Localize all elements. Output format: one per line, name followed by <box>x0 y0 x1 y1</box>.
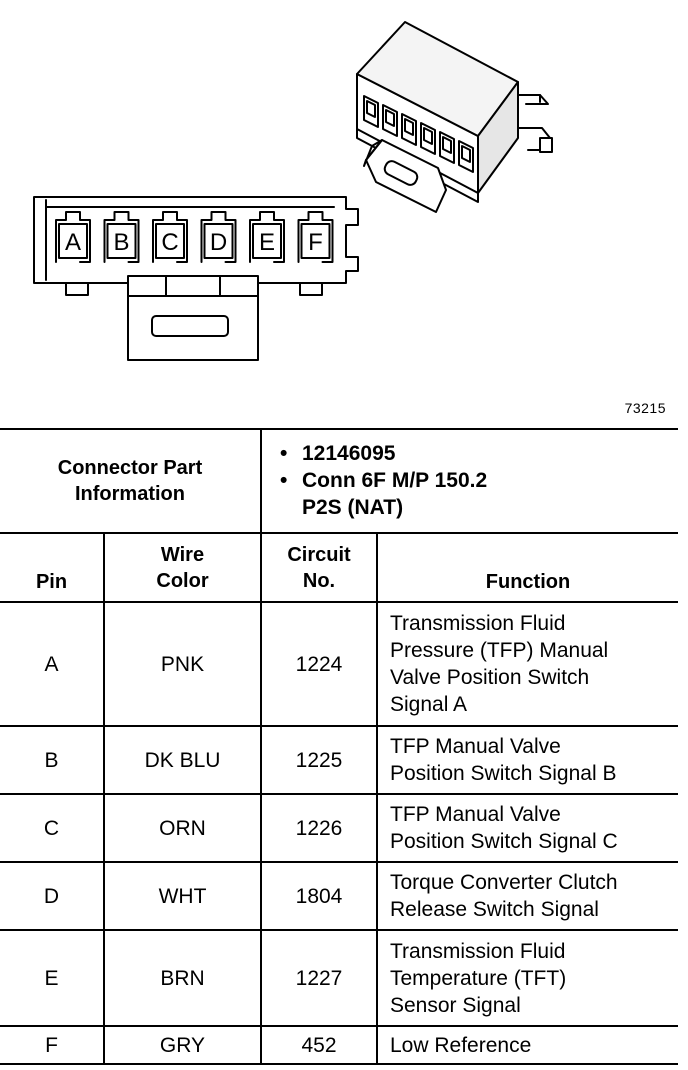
function-line: Transmission Fluid <box>390 612 566 635</box>
bullet-icon: • <box>280 468 288 492</box>
circuit-cell: 1224 <box>260 601 378 727</box>
function-line: Signal A <box>390 693 468 716</box>
pin-label: D <box>210 229 227 256</box>
connector-part-info-label: Connector Part Information <box>0 428 262 534</box>
function-line: Position Switch Signal C <box>390 830 618 853</box>
function-cell: Low Reference <box>375 1025 679 1065</box>
wire-color-cell: ORN <box>103 793 262 863</box>
wire-color-cell: DK BLU <box>103 725 262 795</box>
pin-cell: E <box>0 929 105 1027</box>
wire-color-header-line2: Color <box>156 569 209 592</box>
pin-cavity <box>200 211 237 263</box>
circuit-header: Circuit No. <box>260 532 378 603</box>
connector-diagram: A B C D E F <box>33 21 553 361</box>
function-line: Pressure (TFP) Manual <box>390 639 609 662</box>
pin-cavity <box>103 211 140 263</box>
function-header: Function <box>375 532 679 603</box>
function-line: Temperature (TFT) <box>390 966 567 990</box>
connector-type: Conn 6F M/P 150.2 <box>302 468 488 492</box>
connector-type-item: • Conn 6F M/P 150.2 <box>280 467 678 494</box>
circuit-cell: 452 <box>260 1025 378 1065</box>
function-line: Release Switch Signal <box>390 898 599 921</box>
pin-label: E <box>259 229 275 256</box>
pin-cavity-inner <box>252 223 282 259</box>
connector-series-item: P2S (NAT) <box>302 494 678 521</box>
pin-cavity <box>249 211 285 263</box>
function-line: Position Switch Signal B <box>390 762 617 785</box>
connector-part-info-list: • 12146095 • Conn 6F M/P 150.2 P2S (NAT) <box>259 428 679 534</box>
connector-series: P2S (NAT) <box>302 495 404 519</box>
pin-cavity <box>55 211 91 263</box>
pin-label: A <box>65 229 81 256</box>
circuit-header-line1: Circuit <box>287 543 351 566</box>
pin-cell: F <box>0 1025 105 1065</box>
circuit-cell: 1227 <box>260 929 378 1027</box>
connector-info-row: Connector Part Information • 12146095 • Co… <box>0 428 679 534</box>
circuit-cell: 1226 <box>260 793 378 863</box>
function-line: Sensor Signal <box>390 993 521 1017</box>
pin-cavity <box>297 211 334 263</box>
part-number: 12146095 <box>302 441 396 465</box>
connector-part-label-line2: Information <box>75 483 185 505</box>
wire-color-header-line1: Wire <box>160 543 205 566</box>
function-line: Torque Converter Clutch <box>390 871 618 894</box>
pin-cavity-inner <box>58 223 88 259</box>
pin-cavity-inner <box>155 223 185 259</box>
circuit-cell: 1225 <box>260 725 378 795</box>
pin-cell: B <box>0 725 105 795</box>
pin-cell: C <box>0 793 105 863</box>
pin-cavity-inner <box>300 223 331 259</box>
pin-label: C <box>161 229 178 256</box>
connector-iso-view <box>356 21 553 213</box>
connector-part-label-line1: Connector Part <box>57 457 203 479</box>
pin-cell: D <box>0 861 105 931</box>
function-line: TFP Manual Valve <box>390 803 561 826</box>
part-number-item: • 12146095 <box>280 440 678 467</box>
pin-label: B <box>113 229 129 256</box>
table-header-row: Pin Wire Color Circuit No. Function <box>0 532 679 603</box>
function-line: Low Reference <box>390 1033 532 1057</box>
pin-header: Pin <box>0 532 105 603</box>
connector-front-view <box>33 196 359 361</box>
function-line: TFP Manual Valve <box>390 735 561 758</box>
bullet-icon: • <box>280 441 288 465</box>
wire-color-cell: PNK <box>103 601 262 727</box>
circuit-header-line2: No. <box>302 569 336 592</box>
pin-label: F <box>308 229 323 256</box>
function-line: Valve Position Switch <box>390 666 590 689</box>
wire-color-header: Wire Color <box>103 532 262 603</box>
wire-color-cell: BRN <box>103 929 262 1027</box>
pin-cavity-inner <box>106 223 137 259</box>
pin-cavity <box>152 211 188 263</box>
pin-cavity-inner <box>203 223 234 259</box>
wire-color-cell: GRY <box>103 1025 262 1065</box>
pin-cell: A <box>0 601 105 727</box>
circuit-cell: 1804 <box>260 861 378 931</box>
figure-number: 73215 <box>624 400 666 416</box>
connector-pinout-table: Connector Part Information • 12146095 • Co… <box>0 428 679 1065</box>
wire-color-cell: WHT <box>103 861 262 931</box>
function-line: Transmission Fluid <box>390 939 566 963</box>
